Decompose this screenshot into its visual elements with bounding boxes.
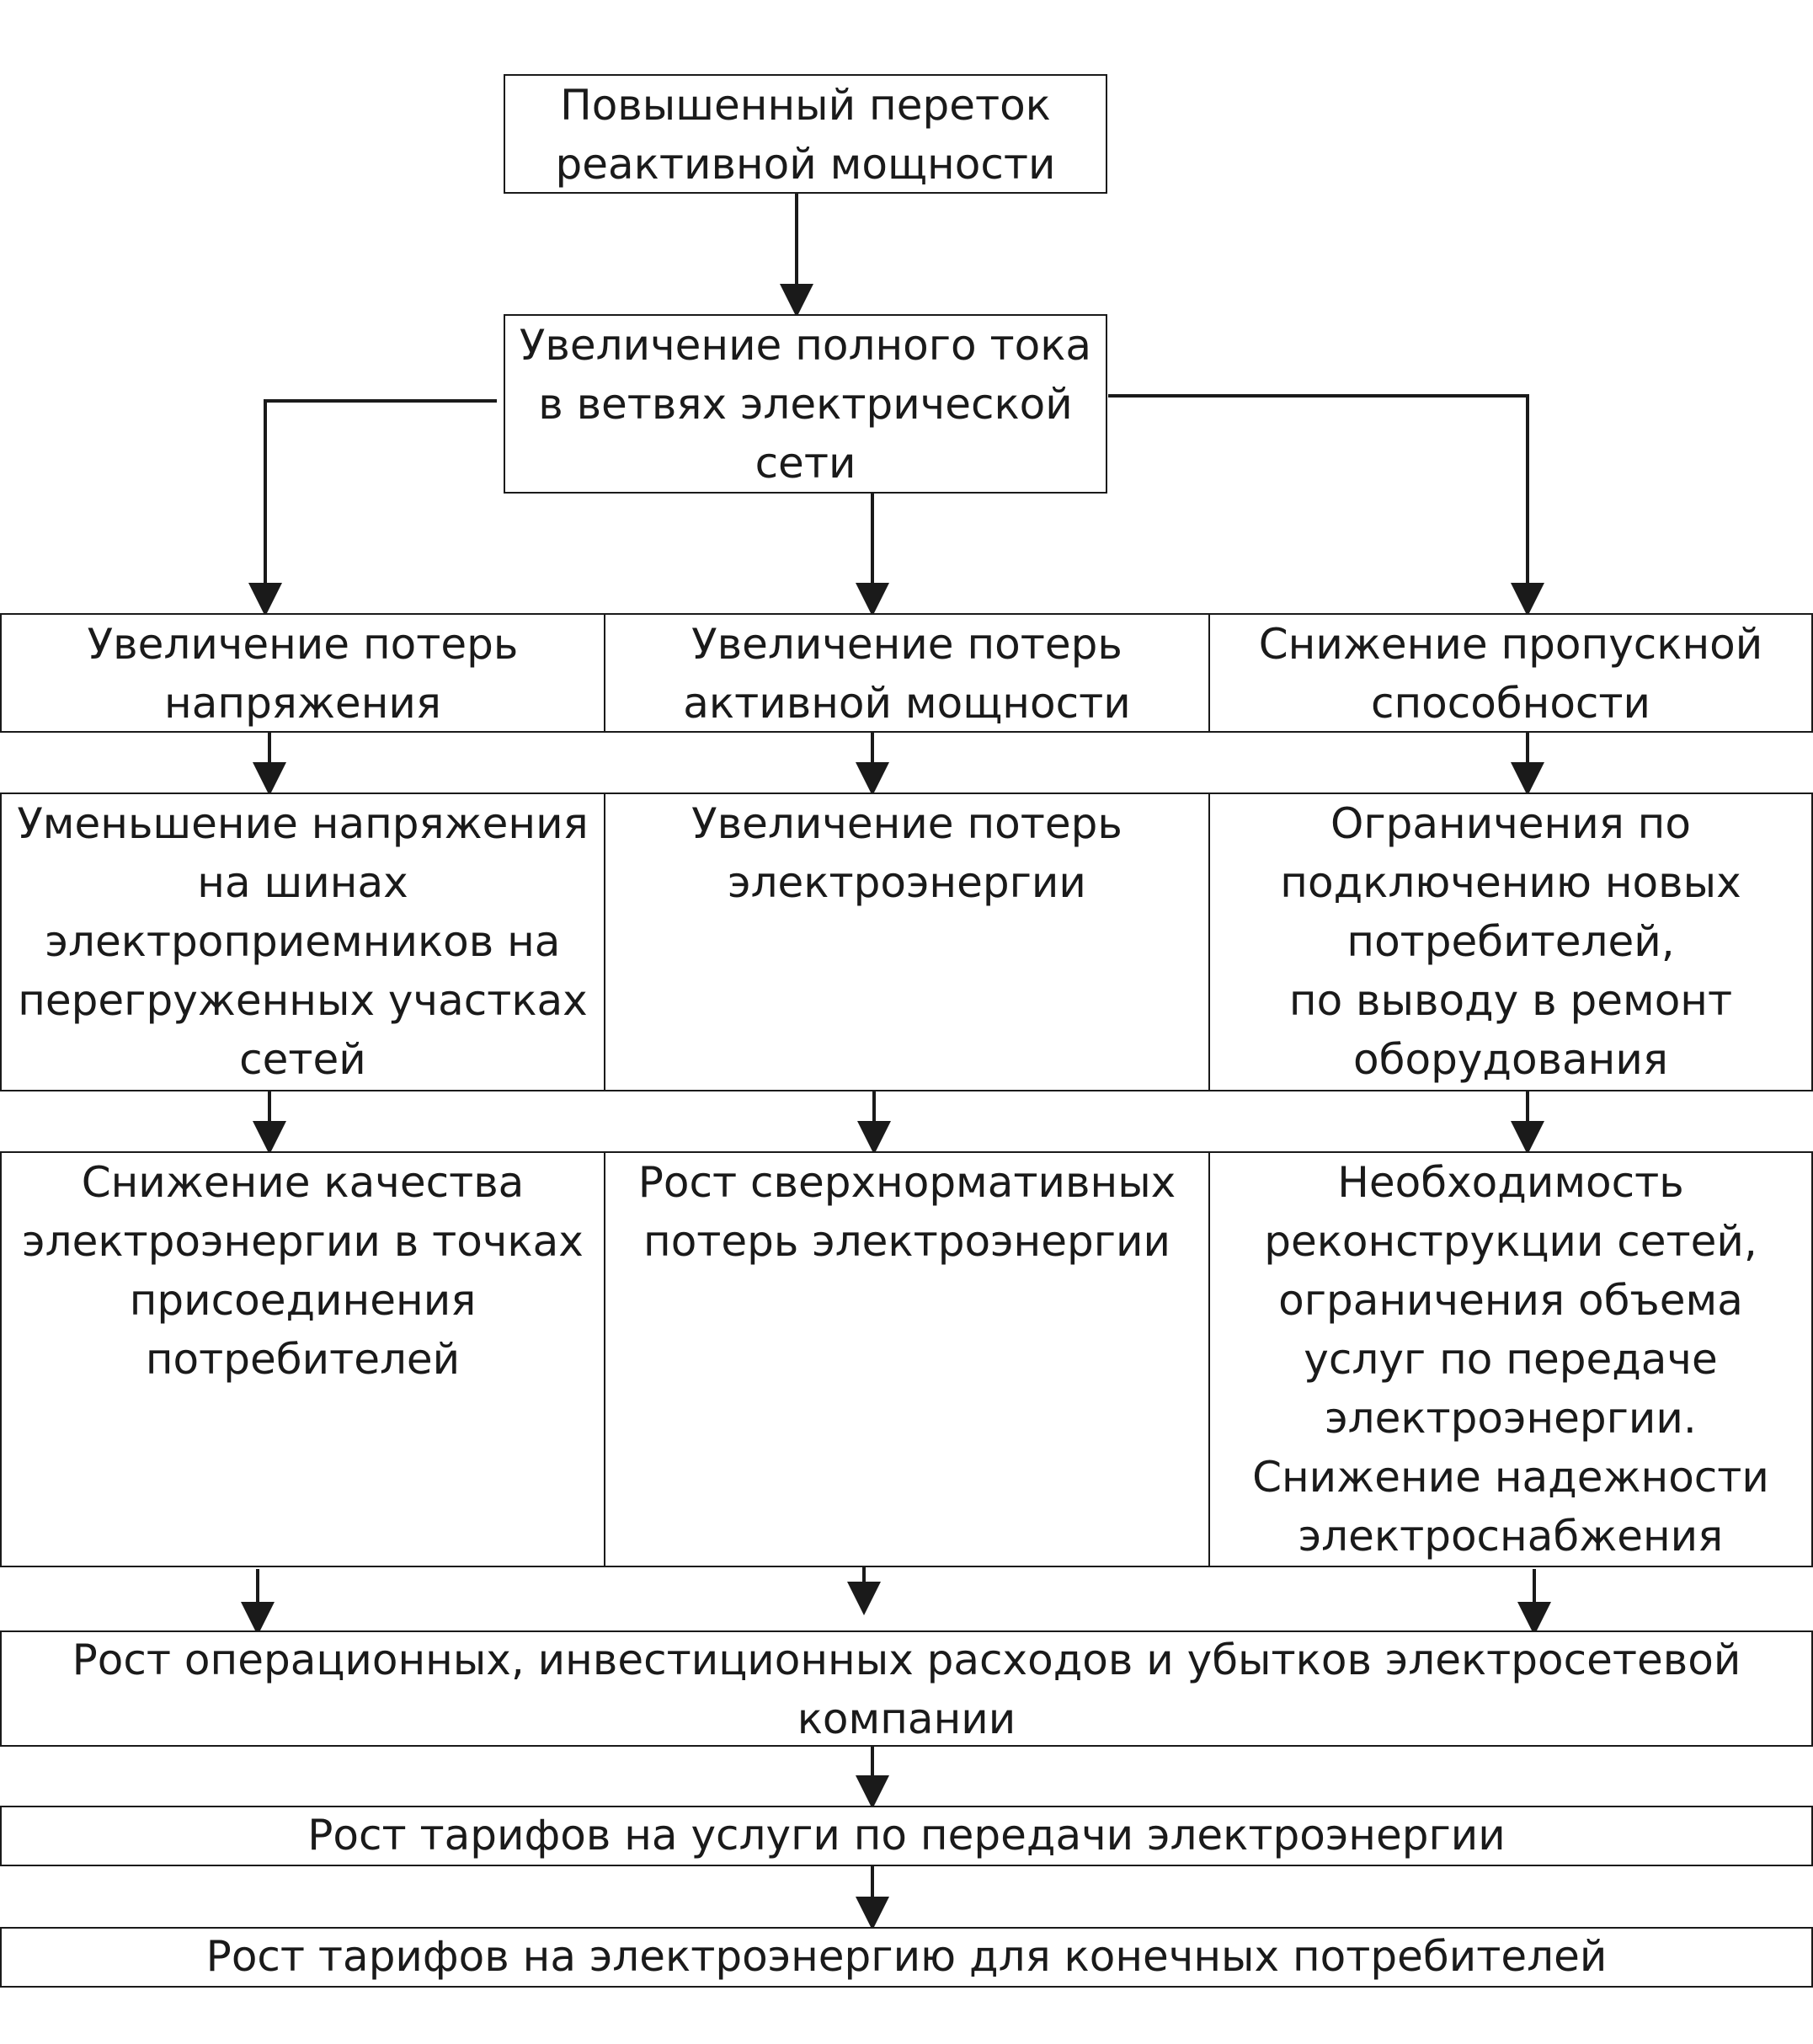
node-reactive-power-flow: Повышенный переток реактивной мощности [504, 74, 1107, 194]
node-cost-growth: Рост операционных, инвестиционных расход… [0, 1630, 1813, 1747]
node-full-current: Увеличение полного тока в ветвях электри… [504, 314, 1107, 494]
node-voltage-reduction: Уменьшение напряжения на шинах электропр… [0, 793, 605, 1091]
node-excess-losses: Рост сверхнормативных потерь электроэнер… [604, 1151, 1210, 1567]
node-voltage-reduction-label: Уменьшение напряжения на шинах электропр… [17, 799, 589, 1084]
node-full-current-label: Увеличение полного тока в ветвях электри… [519, 321, 1092, 488]
node-active-power-losses-label: Увеличение потерь активной мощности [683, 620, 1131, 728]
node-capacity-drop: Снижение пропускной способности [1208, 613, 1813, 733]
arrow-current-to-voltage-losses [248, 399, 497, 616]
node-excess-losses-label: Рост сверхнормативных потерь электроэнер… [637, 1158, 1176, 1266]
node-transmission-tariffs-label: Рост тарифов на услуги по передачи элект… [307, 1811, 1506, 1860]
node-active-power-losses: Увеличение потерь активной мощности [604, 613, 1210, 733]
node-voltage-losses-label: Увеличение потерь напряжения [87, 620, 519, 728]
arrow-current-to-capacity [1108, 394, 1544, 616]
node-quality-drop-label: Снижение качества электроэнергии в точка… [22, 1158, 584, 1384]
node-cost-growth-label: Рост операционных, инвестиционных расход… [72, 1636, 1741, 1743]
node-reconstruction-need: Необходимость реконструкции сетей, огран… [1208, 1151, 1813, 1567]
node-end-tariffs-label: Рост тарифов на электроэнергию для конеч… [205, 1932, 1608, 1981]
node-reconstruction-need-label: Необходимость реконструкции сетей, огран… [1252, 1158, 1769, 1561]
node-voltage-losses: Увеличение потерь напряжения [0, 613, 605, 733]
node-energy-losses: Увеличение потерь электроэнергии [604, 793, 1210, 1091]
node-quality-drop: Снижение качества электроэнергии в точка… [0, 1151, 605, 1567]
node-end-tariffs: Рост тарифов на электроэнергию для конеч… [0, 1927, 1813, 1988]
node-connection-limits-label: Ограничения по подключению новых потреби… [1280, 799, 1741, 1084]
node-energy-losses-label: Увеличение потерь электроэнергии [691, 799, 1122, 907]
node-transmission-tariffs: Рост тарифов на услуги по передачи элект… [0, 1806, 1813, 1866]
node-reactive-power-flow-label: Повышенный переток реактивной мощности [555, 81, 1056, 189]
node-capacity-drop-label: Снижение пропускной способности [1258, 620, 1763, 728]
node-connection-limits: Ограничения по подключению новых потреби… [1208, 793, 1813, 1091]
